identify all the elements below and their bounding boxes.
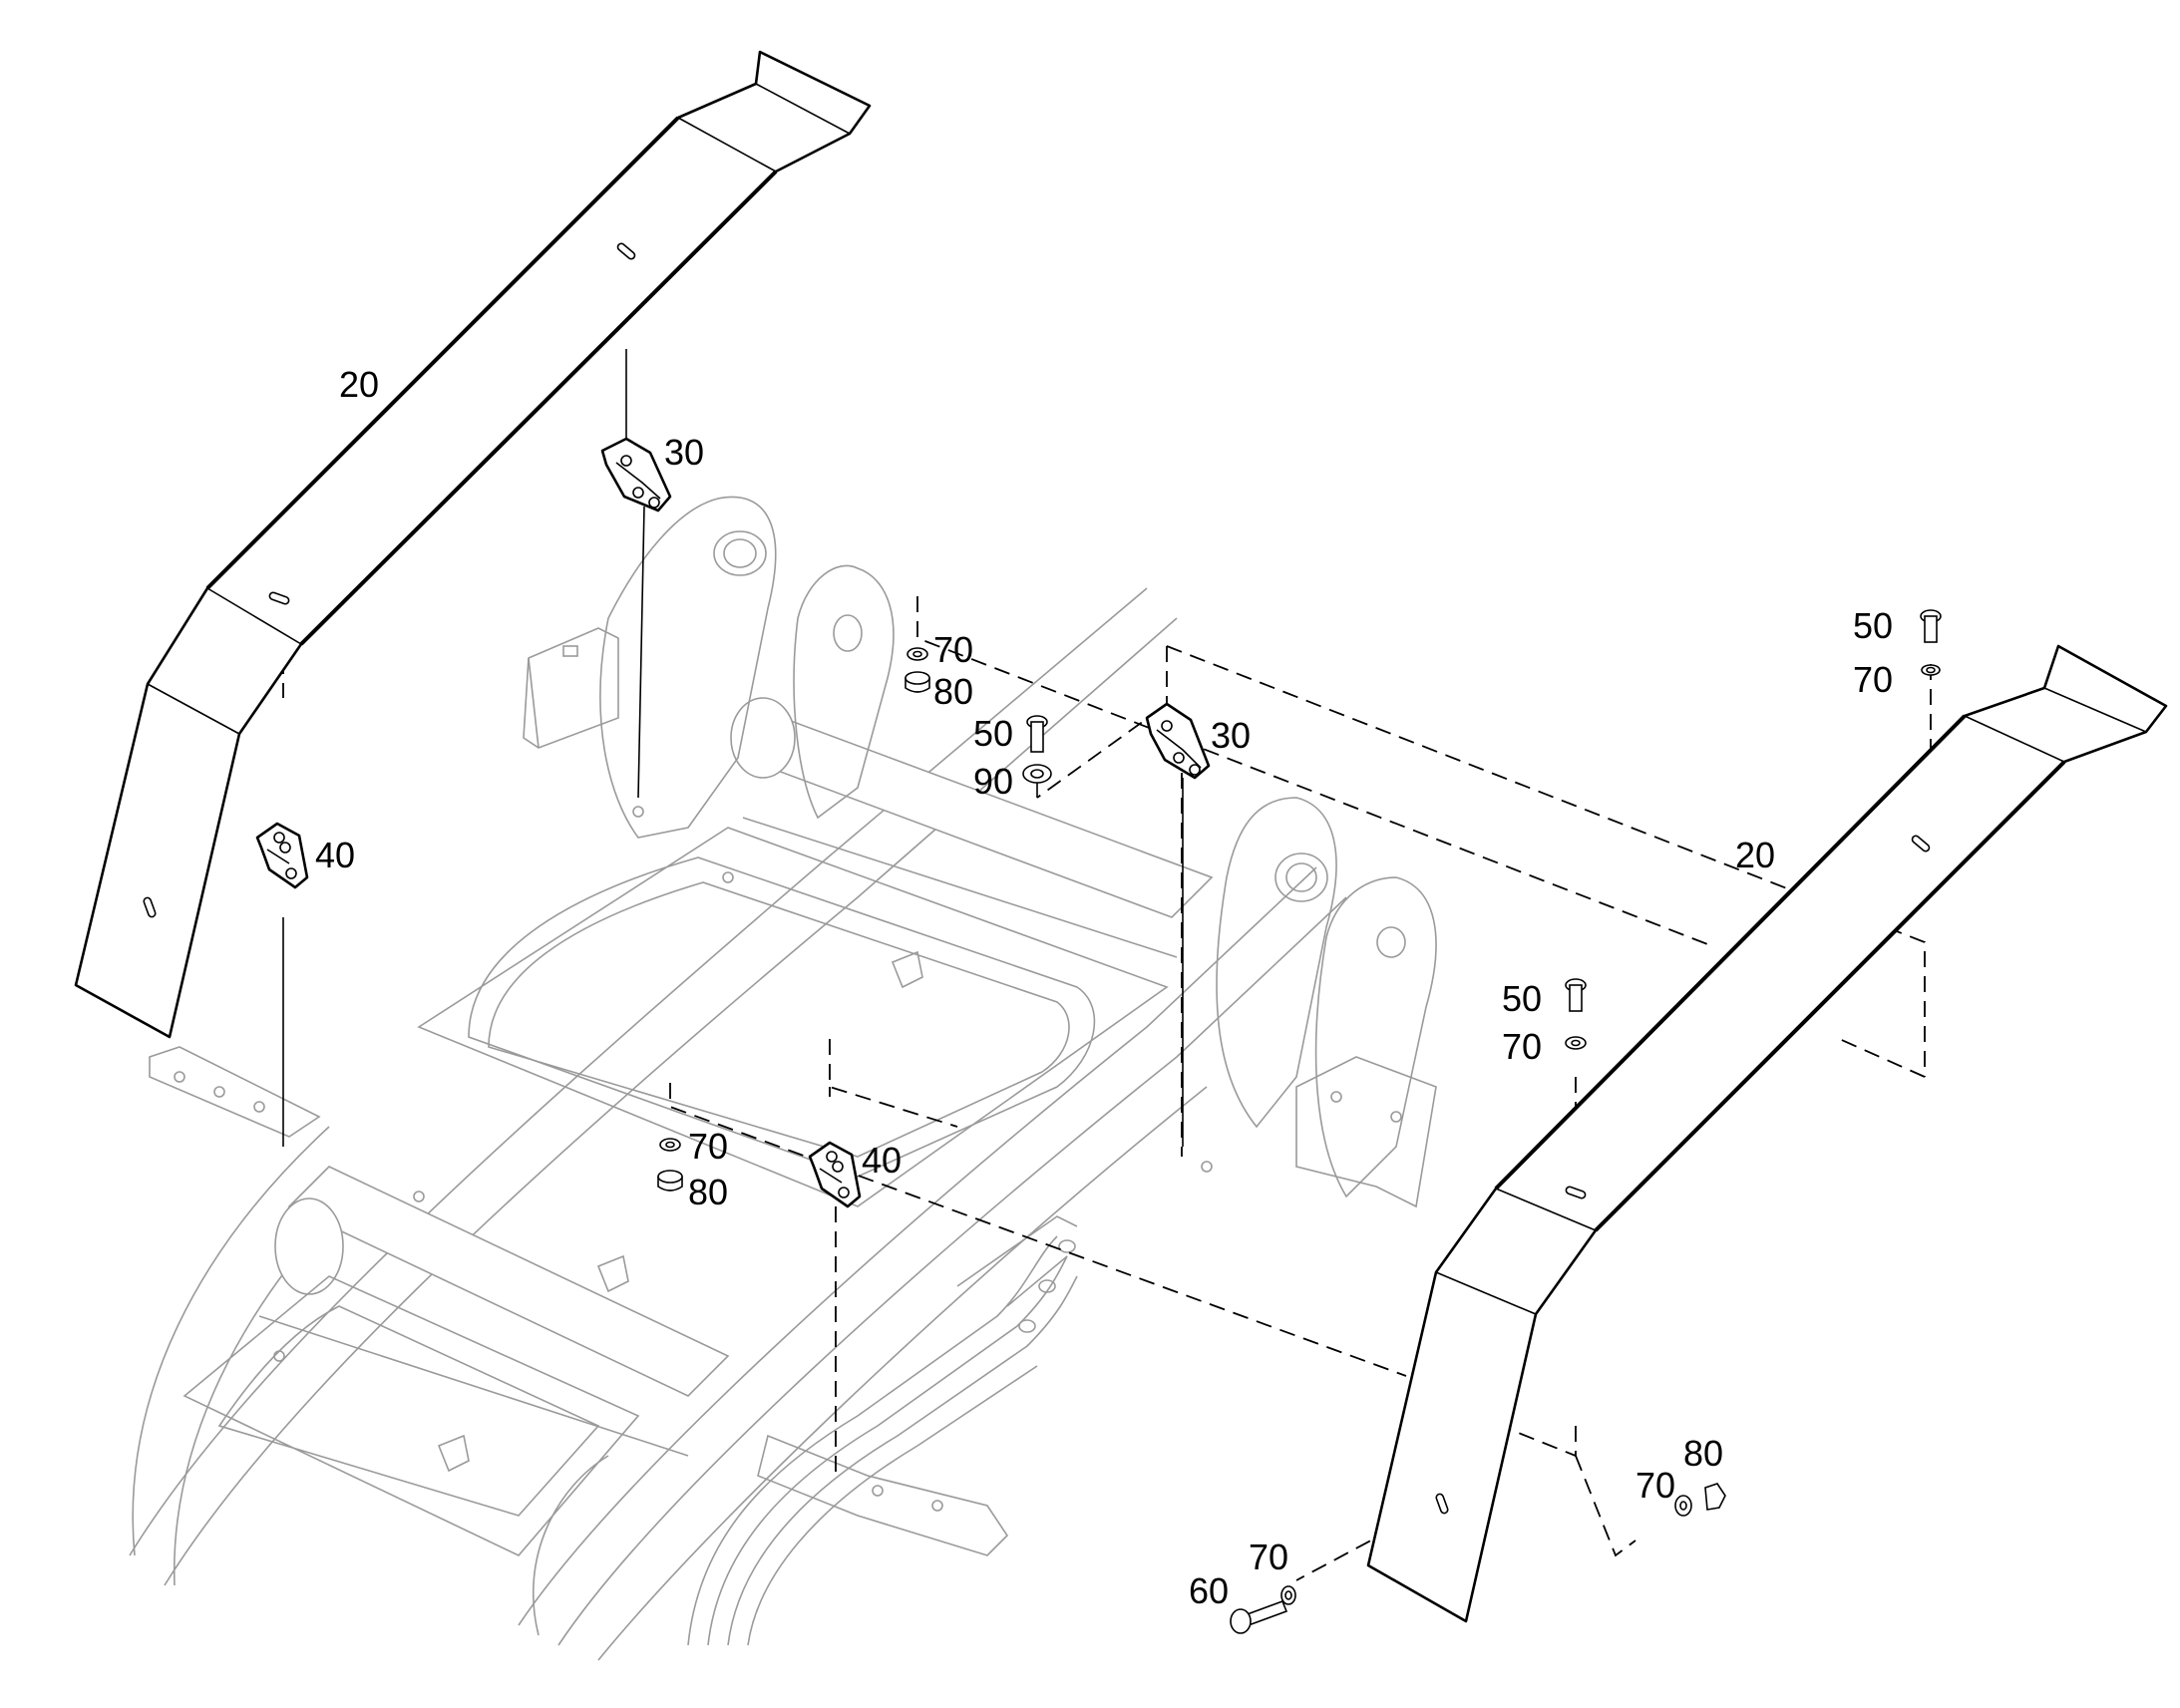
callout-bolt-50-c: 50 — [1502, 978, 1542, 1019]
callout-nut-80-c: 80 — [1683, 1433, 1723, 1474]
callout-bolt-50-b: 50 — [1853, 605, 1893, 646]
fender-right — [1366, 644, 2168, 1623]
callout-washer-70-e: 70 — [1635, 1465, 1675, 1506]
callout-bracket-30-left: 30 — [664, 432, 704, 473]
bracket-40-center — [808, 1141, 862, 1208]
fender-left — [74, 50, 872, 1039]
bracket-30-left — [600, 437, 672, 512]
callout-labels: 20 20 30 30 40 40 70 80 50 90 50 70 50 7… — [315, 364, 1893, 1611]
bracket-30-center — [1145, 702, 1211, 780]
bracket-40-left — [255, 822, 309, 889]
callout-nut-80-a: 80 — [933, 671, 973, 712]
callout-washer-70-d: 70 — [688, 1126, 728, 1167]
callout-washer-70-f: 70 — [1249, 1537, 1288, 1577]
callout-fender-left: 20 — [339, 364, 379, 405]
machine-frame — [129, 496, 1437, 1661]
callout-bracket-40-center: 40 — [862, 1140, 902, 1181]
callout-washer-90: 90 — [973, 761, 1013, 802]
callout-fender-right: 20 — [1735, 835, 1775, 875]
callout-washer-70-c: 70 — [1502, 1026, 1542, 1067]
callout-bracket-30-center: 30 — [1211, 715, 1251, 756]
callout-bracket-40-left: 40 — [315, 835, 355, 875]
callout-bolt-50-a: 50 — [973, 713, 1013, 754]
callout-washer-70-a: 70 — [933, 629, 973, 670]
callout-nut-80-b: 80 — [688, 1172, 728, 1212]
callout-washer-70-b: 70 — [1853, 659, 1893, 700]
callout-bolt-60: 60 — [1189, 1570, 1229, 1611]
hardware — [657, 609, 1942, 1634]
